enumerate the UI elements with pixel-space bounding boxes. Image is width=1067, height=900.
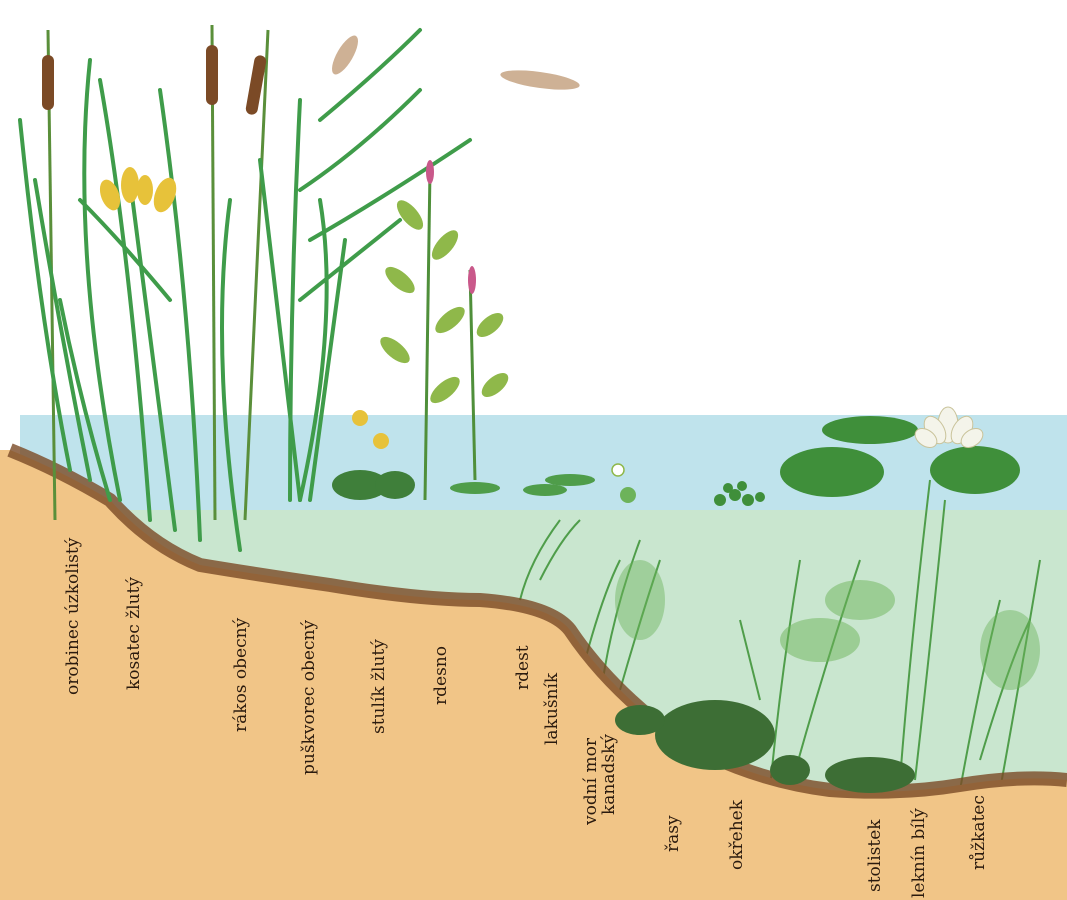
label-kosatec-zluty: kosatec žlutý — [125, 577, 144, 690]
label-leknin-bily: leknín bílý — [910, 808, 929, 898]
label-stulik-zluty: stulík žlutý — [370, 639, 389, 734]
label-rakos-obecny: rákos obecný — [232, 618, 251, 732]
label-rdest: rdest — [514, 645, 533, 690]
yellow-iris-flowers — [96, 167, 180, 215]
label-orobinec-uzkolisty: orobinec úzkolistý — [64, 538, 83, 695]
label-ruzkatec: růžkatec — [970, 795, 989, 870]
label-rdesno: rdesno — [432, 646, 451, 705]
label-vodni-mor-line2: kanadský — [600, 734, 619, 815]
label-okrehek: okřehek — [728, 800, 747, 870]
label-puskvorec-obecny: puškvorec obecný — [300, 620, 319, 775]
label-rasy: řasy — [664, 815, 683, 852]
label-stolistek: stolistek — [866, 819, 885, 892]
label-lakusnik: lakušník — [543, 673, 562, 745]
reed-plumes — [327, 32, 581, 94]
